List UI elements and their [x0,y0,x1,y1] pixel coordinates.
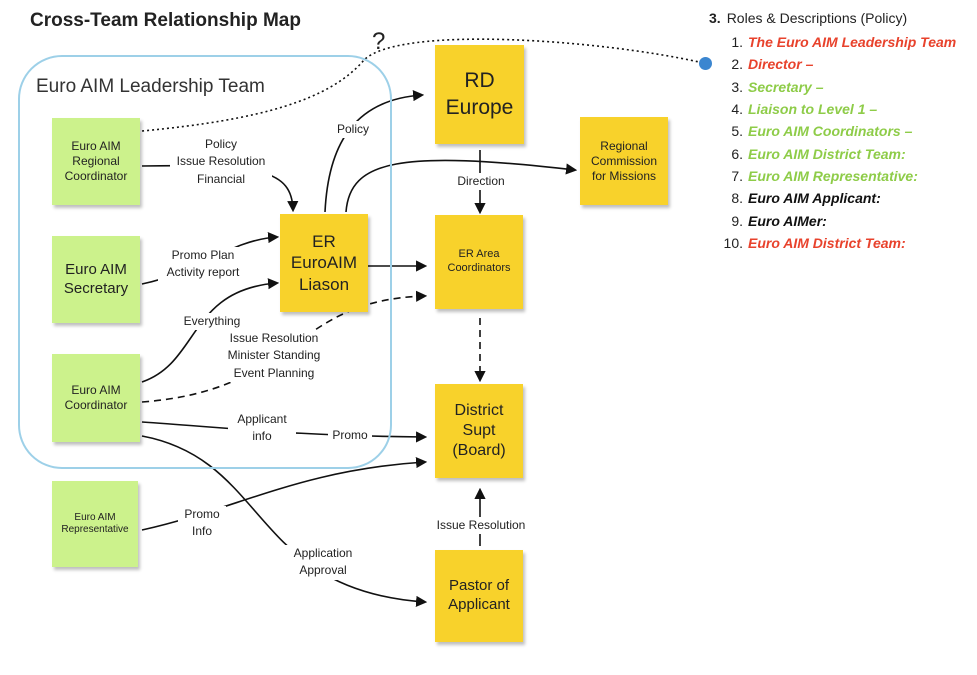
edge-question-dotted [141,38,700,132]
label-promo-info: Promo Info [178,506,226,541]
roles-panel: 3. Roles & Descriptions (Policy) 1. The Eu… [705,10,975,254]
label-application-approval: Application Approval [280,545,366,580]
label-issue-resolution: Issue Resolution [430,517,532,535]
edge-coordinator-to-pastor [141,435,428,607]
role-item: 2. Director – [705,53,975,75]
role-name: Euro AIM Applicant: [748,190,881,207]
label-policy: Policy [333,121,373,139]
note-rd-europe[interactable]: RD Europe [435,45,524,144]
role-item: 4. Liaison to Level 1 – [705,98,975,120]
role-name: Liaison to Level 1 – [748,101,878,118]
note-area-coordinators[interactable]: ER Area Coordinators [435,215,523,309]
role-name: Euro AIMer: [748,212,827,229]
note-district-supt[interactable]: District Supt (Board) [435,384,523,478]
note-liaison[interactable]: ER EuroAIM Liason [280,214,368,312]
note-secretary[interactable]: Euro AIM Secretary [52,236,140,323]
role-name: Euro AIM District Team: [748,234,906,251]
role-number: 3. [731,78,743,95]
role-name: Secretary – [748,78,824,95]
label-promo-activity: Promo Plan Activity report [158,247,248,282]
label-issue-block: Issue Resolution Minister Standing Event… [220,330,328,383]
role-number: 6. [731,145,743,162]
question-mark: ? [372,28,386,55]
role-item: 7. Euro AIM Representative: [705,165,975,187]
role-number: 7. [731,167,743,184]
role-item: 6. Euro AIM District Team: [705,142,975,164]
roles-heading: 3. Roles & Descriptions (Policy) [709,10,975,26]
role-name: The Euro AIM Leadership Team [748,34,957,51]
note-coordinator[interactable]: Euro AIM Coordinator [52,354,140,442]
role-number: 1. [731,34,743,51]
role-number: 9. [731,212,743,229]
role-name: Euro AIM Coordinators – [748,123,913,140]
note-regional-coordinator[interactable]: Euro AIM Regional Coordinator [52,118,140,205]
edge-liaison-to-commission [345,159,578,213]
label-everything: Everything [178,313,246,331]
role-item: 9. Euro AIMer: [705,209,975,231]
note-representative[interactable]: Euro AIM Representative [52,481,138,567]
role-item: 3. Secretary – [705,76,975,98]
role-name: Euro AIM Representative: [748,167,918,184]
roles-heading-number: 3. [709,10,721,26]
role-number: 5. [731,123,743,140]
page-title: Cross-Team Relationship Map [30,10,301,31]
role-item: 8. Euro AIM Applicant: [705,187,975,209]
role-number: 10. [723,234,743,251]
note-regional-commission[interactable]: Regional Commission for Missions [580,117,668,205]
label-applicant-info: Applicant info [228,411,296,446]
role-item: 1. The Euro AIM Leadership Team [705,31,975,53]
role-number: 4. [731,101,743,118]
role-number: 8. [731,190,743,207]
role-number: 2. [731,56,743,73]
roles-heading-text: Roles & Descriptions (Policy) [726,10,908,26]
group-label: Euro AIM Leadership Team [36,76,265,97]
note-pastor[interactable]: Pastor of Applicant [435,550,523,642]
label-promo: Promo [328,427,372,445]
role-name: Director – [748,56,814,73]
role-item: 10. Euro AIM District Team: [705,232,975,254]
label-policy-block: Policy Issue Resolution Financial [170,136,272,189]
label-direction: Direction [450,173,512,191]
leadership-team-group [18,55,392,469]
role-item: 5. Euro AIM Coordinators – [705,120,975,142]
role-name: Euro AIM District Team: [748,145,906,162]
connector-dot [699,57,712,70]
